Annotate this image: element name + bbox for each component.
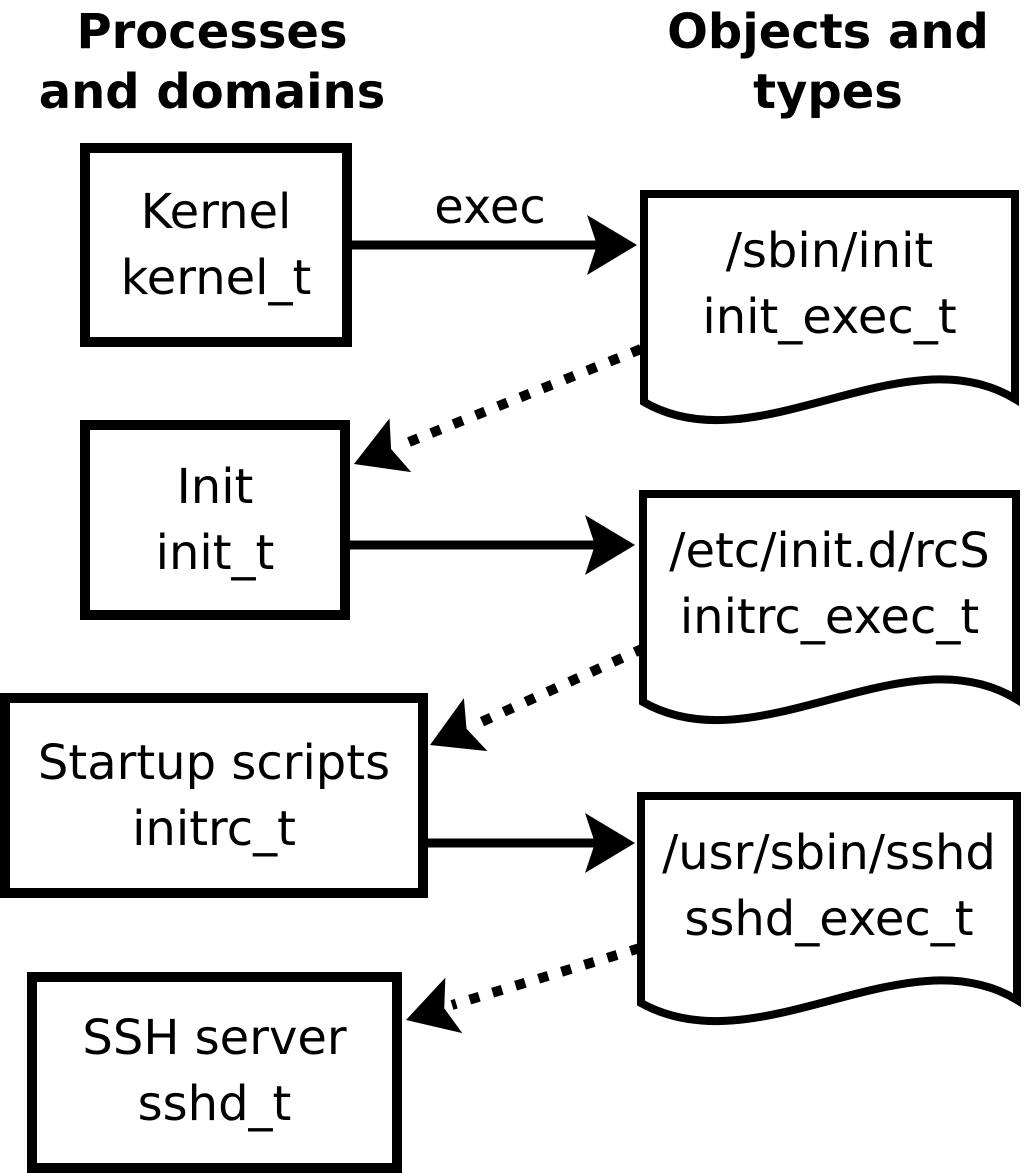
header-line: types bbox=[753, 64, 903, 120]
usr-sbin-sshd-document-label: /usr/sbin/sshd sshd_exec_t bbox=[645, 800, 1013, 972]
transition-arrow-sbin-init-to-init bbox=[354, 344, 643, 473]
column-header-processes: Processes and domains bbox=[0, 2, 424, 122]
exec-arrow-kernel-to-sbin-init bbox=[348, 215, 637, 275]
object-path: /etc/init.d/rcS bbox=[669, 523, 990, 579]
transition-arrow-sshd-to-sshserver bbox=[406, 943, 642, 1034]
document-sbin-init bbox=[640, 190, 1019, 424]
init-box-label: Init init_t bbox=[90, 430, 340, 610]
header-line: Objects and bbox=[667, 4, 989, 60]
process-name: Startup scripts bbox=[37, 734, 391, 791]
process-domain: kernel_t bbox=[120, 250, 312, 306]
exec-arrow-startup-to-sshd bbox=[418, 813, 635, 873]
process-name: Init bbox=[176, 459, 254, 515]
arrowhead-icon bbox=[587, 215, 637, 275]
exec-arrow-init-to-rcs bbox=[345, 515, 635, 575]
object-type: initrc_exec_t bbox=[679, 589, 980, 645]
transition-arrow-rcs-to-startup bbox=[430, 643, 647, 752]
arrowhead-icon bbox=[585, 515, 635, 575]
ssh-server-box-label: SSH server sshd_t bbox=[37, 982, 392, 1160]
header-line: and domains bbox=[38, 64, 386, 120]
process-domain: sshd_t bbox=[137, 1076, 292, 1132]
exec-arrow-label: exec bbox=[434, 179, 546, 235]
startup-scripts-box-label: Startup scripts initrc_t bbox=[10, 703, 418, 888]
arrowhead-icon bbox=[406, 977, 463, 1034]
object-path: /usr/sbin/sshd bbox=[662, 825, 996, 881]
sbin-init-document-label: /sbin/init init_exec_t bbox=[648, 198, 1011, 370]
arrowhead-icon bbox=[354, 418, 412, 473]
document-usr-sbin-sshd bbox=[637, 792, 1021, 1025]
arrowhead-icon bbox=[585, 813, 635, 873]
object-type: sshd_exec_t bbox=[684, 891, 974, 947]
process-name: Kernel bbox=[140, 184, 292, 240]
init-box bbox=[80, 420, 350, 620]
column-header-objects: Objects and types bbox=[628, 2, 1024, 122]
object-type: init_exec_t bbox=[702, 289, 957, 345]
header-line: Processes bbox=[76, 4, 348, 60]
ssh-server-box bbox=[27, 972, 402, 1173]
document-etc-initd-rcs bbox=[639, 490, 1020, 724]
process-name: SSH server bbox=[82, 1010, 347, 1066]
process-domain: initrc_t bbox=[132, 800, 296, 857]
kernel-box bbox=[80, 143, 352, 347]
startup-scripts-box bbox=[0, 693, 428, 898]
arrowhead-icon bbox=[430, 698, 488, 752]
object-path: /sbin/init bbox=[725, 223, 934, 279]
etc-initd-rcs-document-label: /etc/init.d/rcS initrc_exec_t bbox=[647, 498, 1012, 670]
kernel-box-label: Kernel kernel_t bbox=[90, 153, 342, 337]
process-domain: init_t bbox=[155, 525, 275, 581]
